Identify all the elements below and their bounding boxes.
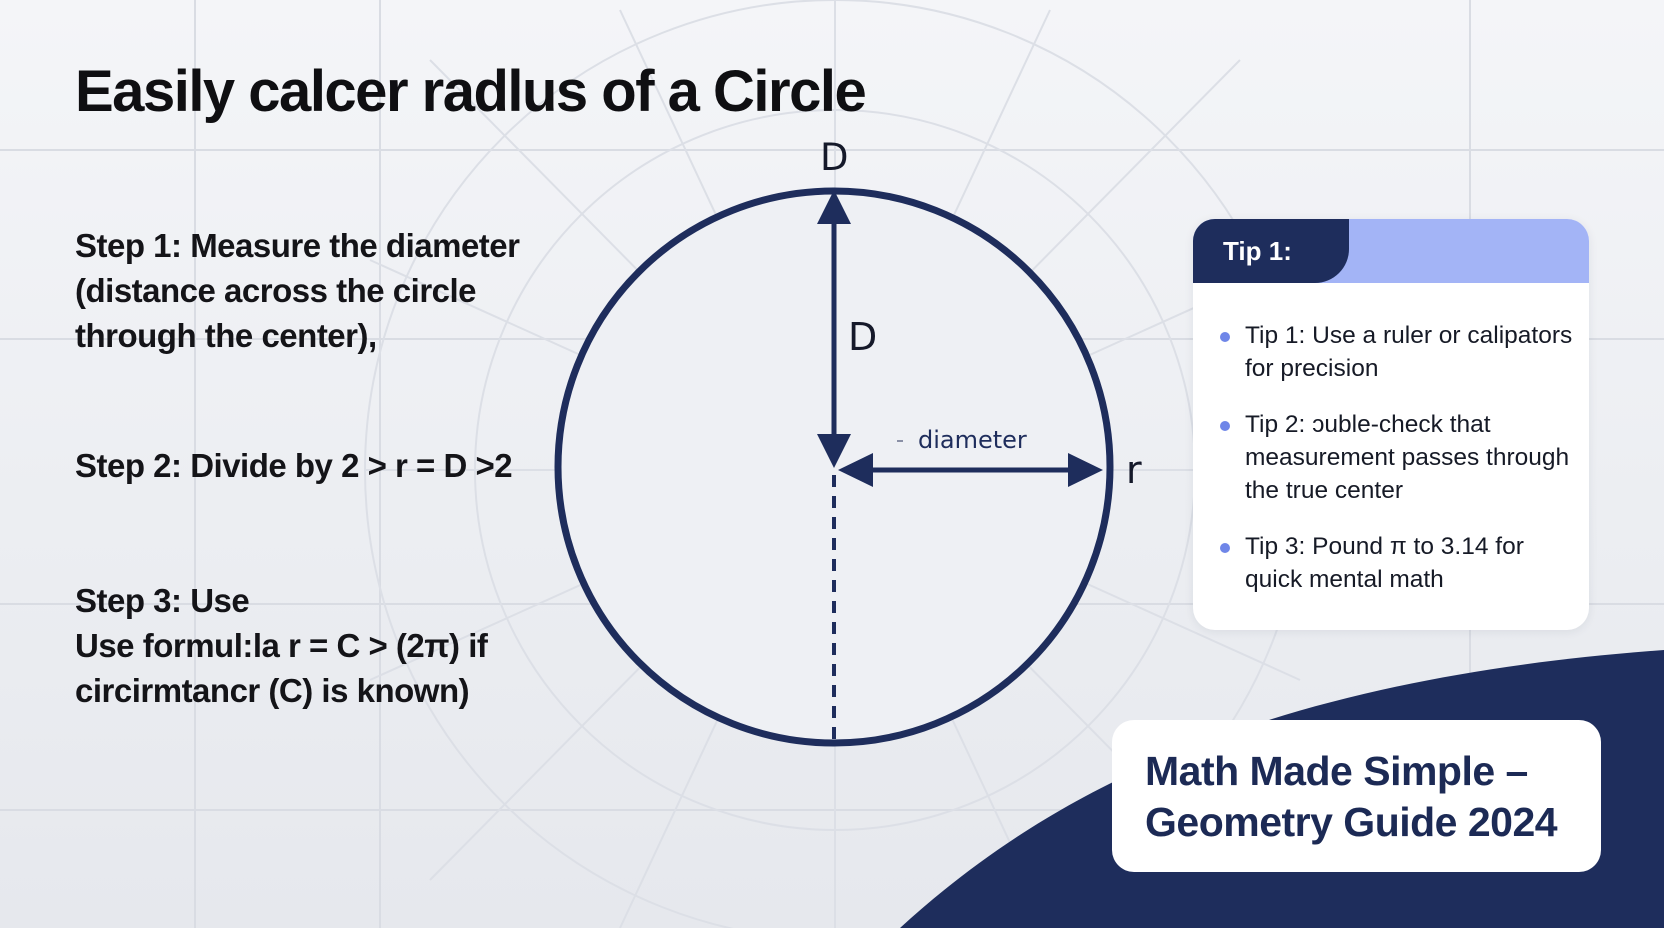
label-vertical-d: D [848, 315, 878, 359]
tip-item: Tip 1: Use a ruler or calipators for pre… [1220, 319, 1575, 385]
tip-text: Tip 1: Use a ruler or calipators for pre… [1245, 322, 1573, 382]
tip-item: Tip 3: Pound π to 3.14 for quick mental … [1220, 530, 1575, 596]
label-diameter: diameter [918, 426, 1027, 454]
step-1-text: Step 1: Measure the diameter (distance a… [75, 227, 520, 354]
arrowhead-center [817, 434, 851, 468]
tips-header-label: Tip 1: [1223, 236, 1292, 266]
label-top-d: D [820, 136, 849, 179]
step-2-text: Step 2: Divide by 2 > r = D >2 [75, 447, 513, 484]
brand-text: Math Made Simple – Geometry Guide 2024 [1145, 748, 1558, 845]
tips-header-tab: Tip 1: [1193, 219, 1349, 283]
step-3-text: Use formul:la r = C > (2π) if circirmtan… [75, 627, 488, 709]
page-title: Easily calcer radlus of a Circle [75, 59, 867, 124]
arrowhead-right [1068, 453, 1103, 487]
bullet-icon [1220, 543, 1230, 553]
bullet-icon [1220, 332, 1230, 342]
brand-card: Math Made Simple – Geometry Guide 2024 [1112, 720, 1601, 872]
label-radius: r [1126, 448, 1142, 492]
tips-list: Tip 1: Use a ruler or calipators for pre… [1220, 319, 1575, 619]
tip-item: Tip 2: ɔuble-check that measurement pass… [1220, 408, 1575, 507]
arrowhead-top [817, 190, 851, 224]
bullet-icon [1220, 421, 1230, 431]
tip-text: Tip 2: ɔuble-check that measurement pass… [1245, 411, 1570, 504]
tips-card: Tip 1: Tip 1: Use a ruler or calipators … [1193, 219, 1589, 630]
arrowhead-left [838, 453, 873, 487]
step-3-heading: Step 3: Use [75, 582, 250, 619]
tip-text: Tip 3: Pound π to 3.14 for quick mental … [1245, 533, 1524, 593]
